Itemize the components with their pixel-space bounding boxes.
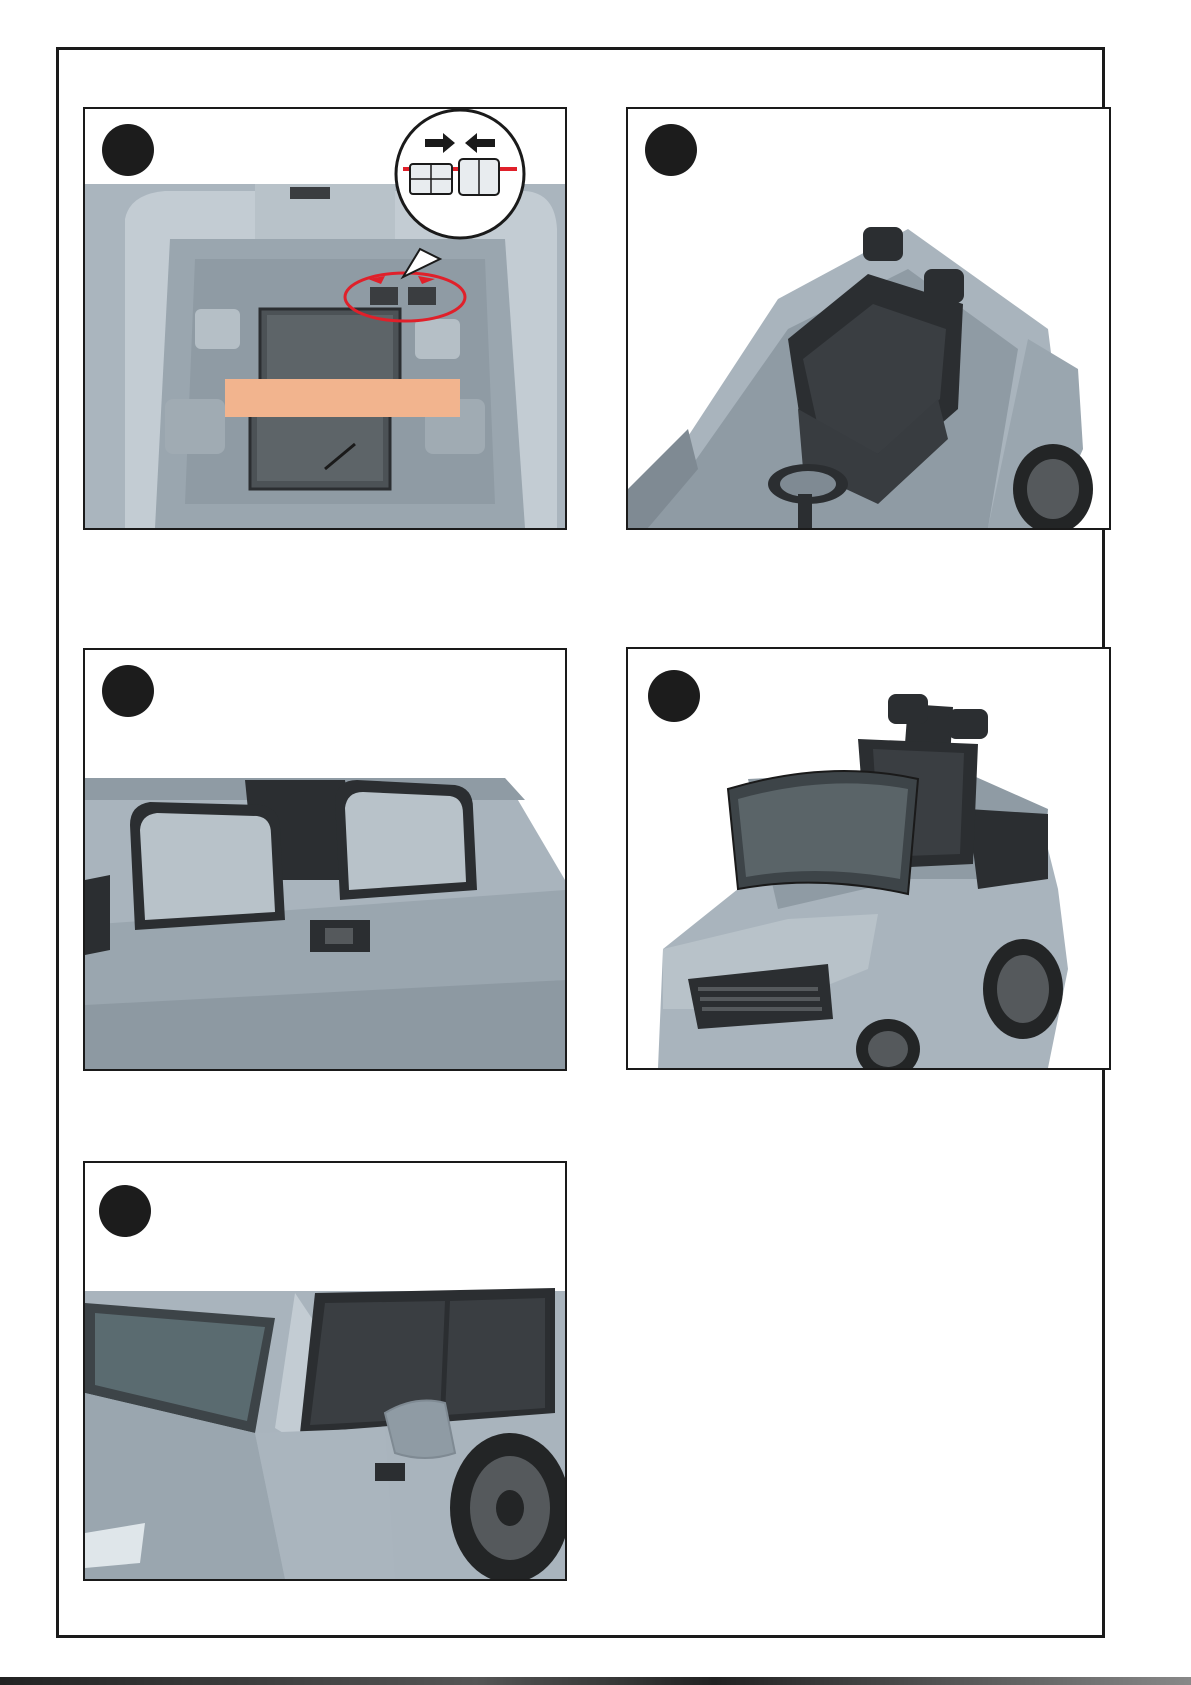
step-panel-seat-install [626, 107, 1111, 530]
step-panel-battery-connector [83, 107, 567, 530]
step-number-badge [99, 1185, 151, 1237]
seat-closeup-illustration [85, 650, 565, 1069]
step-panel-seat-closeup [83, 648, 567, 1071]
step-number-badge [102, 665, 154, 717]
battery-compartment-illustration [85, 109, 565, 528]
seat-install-illustration [628, 109, 1109, 528]
step-number-badge [648, 670, 700, 722]
step-panel-windshield-install [626, 647, 1111, 1070]
mirror-install-illustration [85, 1163, 565, 1579]
step-number-badge [102, 124, 154, 176]
windshield-install-illustration [628, 649, 1109, 1068]
step-panel-mirror-install [83, 1161, 567, 1581]
step-number-badge [645, 124, 697, 176]
footer-print-strip [0, 1677, 1191, 1685]
